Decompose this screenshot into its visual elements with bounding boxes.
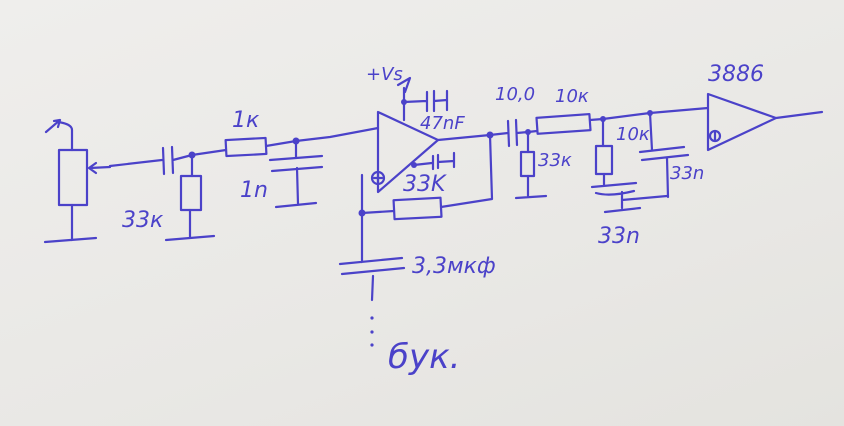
label-filter-cap-1: 33n	[598, 224, 640, 249]
junction-dot	[411, 162, 417, 168]
label-filter-resistor-1: 10к	[555, 86, 589, 107]
input-capacitor	[108, 145, 194, 176]
feedback-network	[360, 133, 494, 221]
label-buffer-ic: 3886	[708, 62, 764, 87]
filter-capacitor	[268, 139, 324, 209]
filter-resistor-2	[590, 117, 669, 214]
label-input-resistor: 33к	[122, 208, 164, 233]
input-shunt-resistor	[164, 153, 216, 242]
label-supply-cap: 47nF	[420, 113, 465, 134]
wire	[436, 133, 492, 142]
label-feedback-resistor: 33K	[403, 172, 446, 197]
buffer-ic	[648, 92, 824, 152]
label-supply: +Vs	[366, 64, 403, 85]
label-filter-cap: 1n	[240, 178, 268, 203]
junction-dot	[358, 209, 366, 217]
label-filter-resistor-2: 10к	[616, 124, 650, 145]
label-output-cap: 10,0	[495, 84, 536, 105]
label-output-shunt: 33к	[538, 150, 572, 171]
series-resistor	[190, 136, 298, 158]
junction-dot	[401, 99, 407, 105]
output-capacitor	[488, 118, 530, 148]
wire	[294, 126, 380, 143]
label-note: бук.	[388, 337, 461, 377]
label-filter-cap-2: 33n	[670, 163, 705, 184]
output-shunt-resistor	[514, 130, 548, 200]
potentiometer	[43, 118, 112, 244]
label-series-resistor: 1к	[232, 108, 260, 133]
ground-capacitor	[338, 173, 406, 347]
label-ground-cap: 3,3мкф	[412, 254, 496, 279]
filter-capacitor-2	[638, 111, 690, 199]
